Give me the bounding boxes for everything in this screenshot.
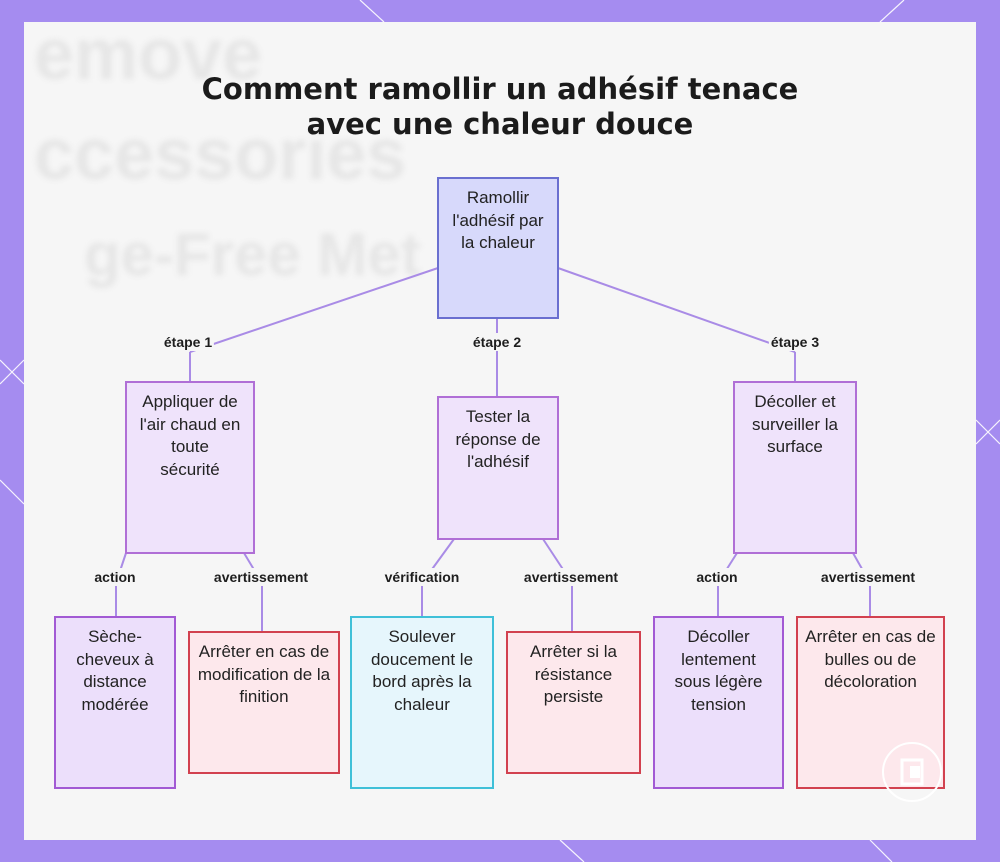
node-warning-finish-label: Arrêter en cas de modification de la fin… — [197, 642, 331, 706]
node-check-lift-edge: Soulever doucement le bord après la chal… — [350, 616, 494, 789]
node-warning-resistance-label: Arrêter si la résistance persiste — [530, 642, 617, 706]
node-step-1-label: Appliquer de l'air chaud en toute sécuri… — [139, 392, 241, 479]
edge-label-step-3: étape 3 — [768, 333, 822, 351]
node-warning-finish: Arrêter en cas de modification de la fin… — [188, 631, 340, 774]
diagram-title-line-1: Comment ramollir un adhésif tenace — [201, 72, 799, 106]
edge-label-warning-2: avertissement — [521, 568, 621, 586]
background-text-3: ge-Free Met — [84, 221, 421, 288]
node-step-3-label: Décoller et surveiller la surface — [752, 392, 838, 456]
node-step-2-label: Tester la réponse de l'adhésif — [455, 407, 541, 471]
edge-root-step1 — [189, 267, 439, 353]
background-text-2: ccessories — [34, 115, 407, 195]
edge-label-action-1: action — [92, 568, 138, 586]
edge-label-check: vérification — [382, 568, 462, 586]
edge-label-warning-3: avertissement — [818, 568, 918, 586]
background-text-1: emove — [34, 22, 263, 95]
edge-label-action-2: action — [694, 568, 740, 586]
node-root: Ramollir l'adhésif par la chaleur — [437, 177, 559, 319]
node-step-2: Tester la réponse de l'adhésif — [437, 396, 559, 540]
edge-root-step3 — [557, 267, 796, 353]
node-check-lift-edge-label: Soulever doucement le bord après la chal… — [370, 627, 474, 714]
brand-logo-icon — [882, 742, 942, 802]
edge-label-step-2: étape 2 — [470, 333, 524, 351]
node-step-3: Décoller et surveiller la surface — [733, 381, 857, 554]
node-action-peel-slowly-label: Décoller lentement sous légère tension — [674, 627, 763, 714]
node-action-hair-dryer: Sèche-cheveux à distance modérée — [54, 616, 176, 789]
node-action-hair-dryer-label: Sèche-cheveux à distance modérée — [76, 627, 154, 714]
node-warning-resistance: Arrêter si la résistance persiste — [506, 631, 641, 774]
node-root-label: Ramollir l'adhésif par la chaleur — [452, 188, 544, 252]
diagram-title-line-2: avec une chaleur douce — [306, 107, 694, 141]
edge-label-step-1: étape 1 — [161, 333, 215, 351]
edge-label-warning-1: avertissement — [211, 568, 311, 586]
node-step-1: Appliquer de l'air chaud en toute sécuri… — [125, 381, 255, 554]
node-action-peel-slowly: Décoller lentement sous légère tension — [653, 616, 784, 789]
node-warning-bubbles-label: Arrêter en cas de bulles ou de décolorat… — [805, 627, 936, 691]
